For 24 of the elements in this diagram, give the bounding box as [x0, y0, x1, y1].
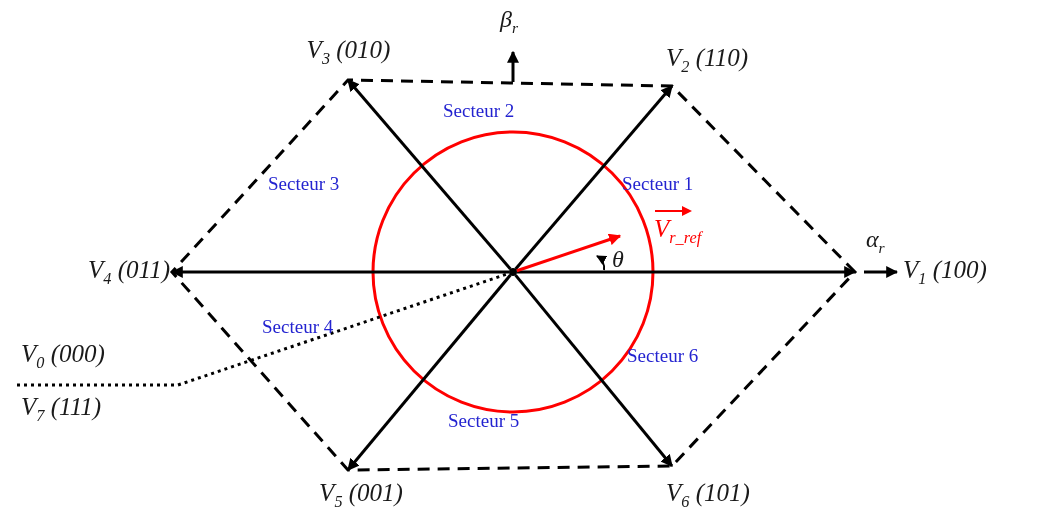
sector-label: Secteur 4: [262, 316, 334, 338]
vector-arrow: [170, 266, 509, 278]
sector-label: Secteur 1: [622, 173, 694, 195]
sector-label: Secteur 5: [448, 410, 520, 432]
vector-arrow: [517, 266, 857, 278]
vector-label: V$_{2}$ (110): [660, 44, 810, 86]
vector-label: V$_{5}$ (001): [282, 470, 440, 512]
vector-label: V$_{4}$ (011): [8, 256, 172, 288]
axis-label: α$_{r}$: [866, 226, 885, 257]
vector-label: V$_{1}$ (100): [855, 256, 1051, 288]
vector-arrow: [514, 85, 674, 270]
sector-label: Secteur 3: [268, 173, 340, 195]
axis-label: β$_{r}$: [500, 6, 519, 37]
sector-label: Secteur 6: [627, 345, 699, 367]
vector-arrow: [346, 274, 512, 471]
sector-label: Secteur 2: [443, 100, 515, 122]
vector-arrow: [514, 274, 674, 467]
vector-label: V$_{0}$ (000): [21, 340, 105, 373]
vector-arrow: [516, 233, 622, 273]
vector-label: V$_{3}$ (010): [272, 36, 425, 80]
origin-point: [509, 268, 517, 276]
vector-label: V$_{6}$ (101): [660, 466, 810, 512]
vector-label: V$_{7}$ (111): [21, 393, 102, 426]
vector-arrow: [346, 79, 512, 270]
